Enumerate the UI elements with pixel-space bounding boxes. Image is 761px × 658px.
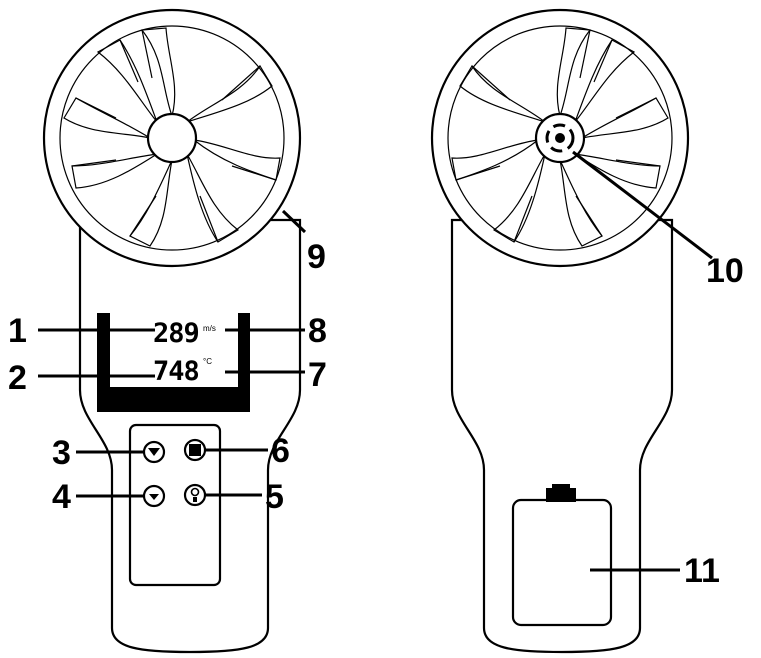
back-body [450,218,674,654]
callout-10: 10 [706,252,744,290]
callout-5: 5 [265,478,284,516]
device-front: 289 m/s 748 °C [8,8,327,654]
button-4[interactable] [142,484,166,508]
lcd-frame [97,313,250,412]
device-back: 10 11 [430,8,744,654]
callout-11: 11 [684,552,720,590]
leader-9 [281,209,307,234]
callout-4: 4 [52,478,71,516]
keypad-panel [128,423,222,587]
callout-9: 9 [307,238,326,276]
button-3[interactable] [142,440,166,464]
hold-icon [189,444,201,456]
lcd-unit1: m/s [203,324,216,333]
back-fan-inner-ring [447,25,673,251]
wind-speed-unit-icon [148,448,160,456]
leader-10 [572,150,713,260]
battery-latch[interactable] [546,488,576,502]
front-fan-hub [146,112,198,164]
down-arrow-icon [149,494,159,500]
lcd-line2: 748 [153,356,199,387]
lcd-unit2: °C [203,357,212,366]
callout-3: 3 [52,434,71,472]
battery-cover[interactable] [511,498,613,627]
callout-1: 1 [8,312,27,350]
callout-2: 2 [8,359,27,397]
callout-8: 8 [308,312,327,350]
callout-7: 7 [308,356,327,394]
tripod-mount-icon [545,123,575,153]
lcd-line1: 289 [153,318,199,349]
button-5[interactable] [183,483,207,507]
button-6[interactable] [183,438,207,462]
callout-6: 6 [271,432,290,470]
power-light-icon [190,487,200,497]
front-fan-inner-ring [59,25,285,251]
